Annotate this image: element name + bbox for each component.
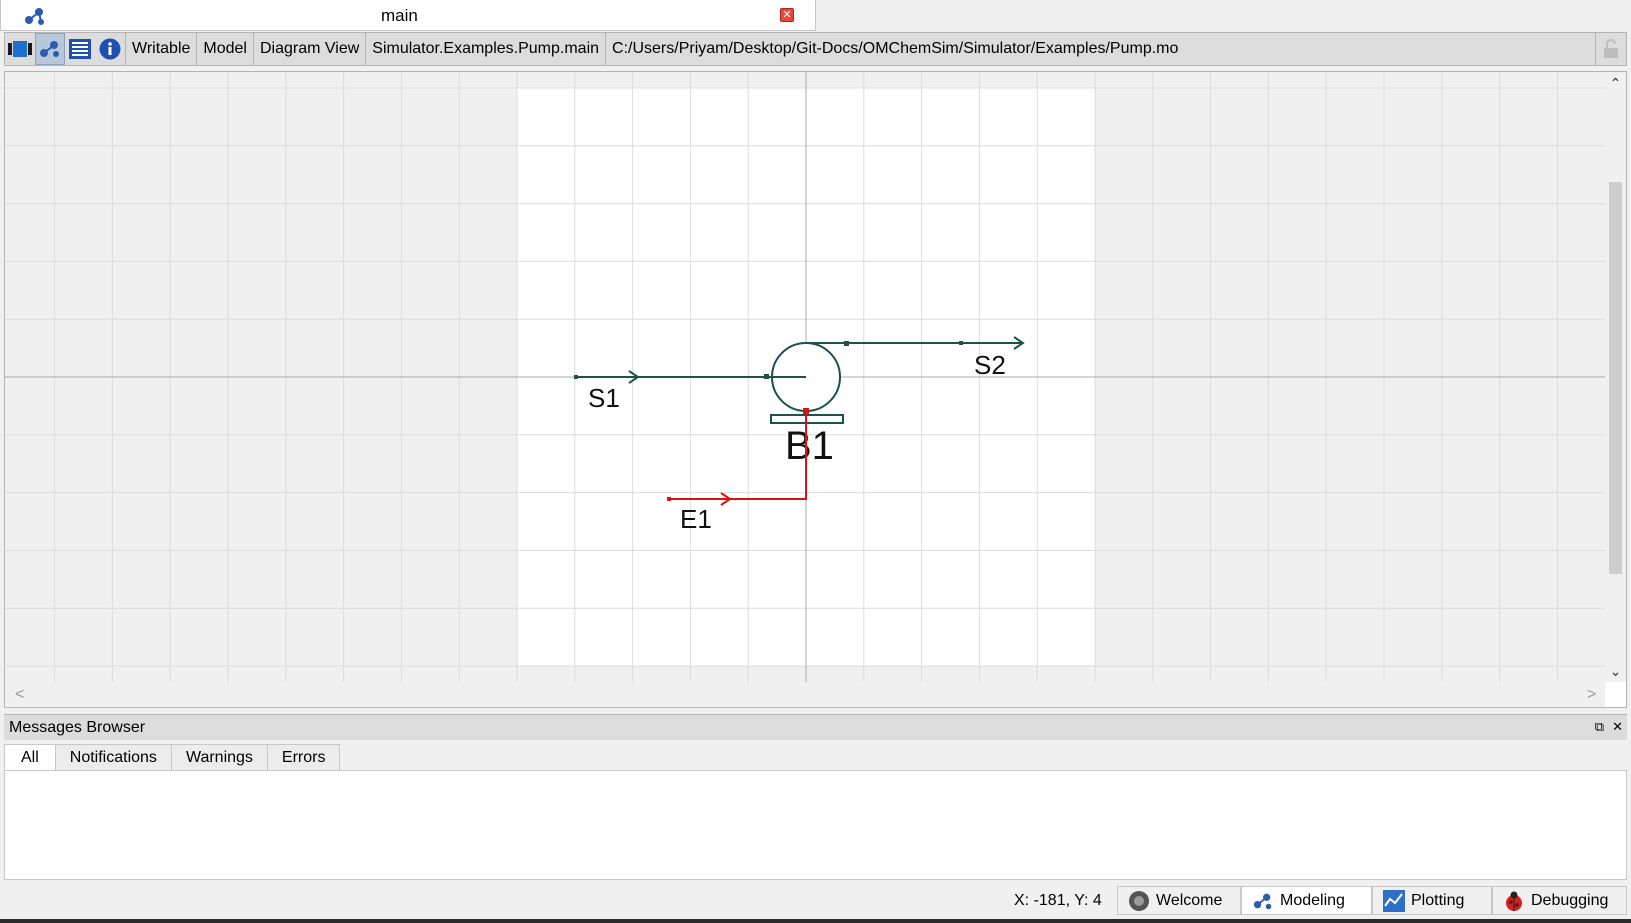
modeling-app-icon <box>25 8 44 25</box>
modeling-icon <box>1253 893 1272 909</box>
material-stream-s1[interactable]: S1 <box>574 370 640 413</box>
perspective-plotting-label: Plotting <box>1411 891 1465 909</box>
messages-browser-header: Messages Browser ⧉ ✕ <box>4 714 1627 740</box>
model-type: Model <box>196 33 253 65</box>
s1-label: S1 <box>588 383 620 413</box>
perspective-welcome-label: Welcome <box>1156 891 1223 909</box>
diagram-view-button[interactable] <box>35 33 65 65</box>
current-view-label: Diagram View <box>252 33 365 65</box>
scroll-up-icon[interactable]: ⌃ <box>1609 75 1622 91</box>
scroll-left-icon[interactable]: < <box>15 686 25 703</box>
diagram-canvas[interactable]: S1 B1 S2 <box>5 72 1605 682</box>
connection-s1-b1[interactable] <box>638 374 771 379</box>
document-title: main <box>381 6 418 25</box>
perspective-debugging[interactable]: Debugging <box>1492 886 1627 915</box>
horizontal-scrollbar[interactable]: < > <box>5 682 1605 707</box>
messages-browser-title: Messages Browser <box>9 719 146 736</box>
plotting-icon <box>1383 889 1405 912</box>
cursor-coordinates: X: -181, Y: 4 <box>1014 892 1102 909</box>
lock-button[interactable] <box>1595 33 1626 65</box>
scroll-right-icon[interactable]: > <box>1587 686 1597 703</box>
perspective-modeling-label: Modeling <box>1280 891 1345 909</box>
class-name: Simulator.Examples.Pump.main <box>365 33 605 65</box>
text-view-icon <box>69 39 91 59</box>
vertical-scrollbar[interactable]: ⌃ ⌄ <box>1605 72 1626 682</box>
connection-b1-s2[interactable] <box>844 341 960 346</box>
text-view-button[interactable] <box>65 33 95 65</box>
status-bar: X: -181, Y: 4 Welcome Modeling Plotting … <box>0 882 1631 919</box>
perspective-welcome[interactable]: Welcome <box>1117 886 1241 915</box>
icon-view-icon <box>8 41 32 57</box>
close-panel-icon[interactable]: ✕ <box>1612 719 1623 734</box>
ladybug-icon <box>1506 891 1522 911</box>
s2-label: S2 <box>974 350 1006 380</box>
taskbar-edge <box>0 919 1631 923</box>
perspective-debugging-label: Debugging <box>1531 891 1609 909</box>
writable-status: Writable <box>125 33 196 65</box>
unlock-icon <box>1604 39 1618 58</box>
tab-notifications[interactable]: Notifications <box>54 744 172 770</box>
material-stream-s2[interactable]: S2 <box>959 336 1025 380</box>
info-icon <box>99 38 121 60</box>
messages-list[interactable] <box>4 770 1627 880</box>
perspective-modeling[interactable]: Modeling <box>1241 886 1372 915</box>
scroll-down-icon[interactable]: ⌄ <box>1609 663 1622 679</box>
document-tab[interactable]: main ✕ <box>0 0 816 31</box>
diagram-view[interactable]: S1 B1 S2 <box>4 71 1627 708</box>
b1-label: B1 <box>785 424 834 468</box>
connection-e1-b1[interactable] <box>729 408 809 500</box>
tab-errors[interactable]: Errors <box>266 744 341 770</box>
diagram-view-icon <box>40 41 59 57</box>
welcome-icon <box>1129 890 1149 911</box>
tab-all[interactable]: All <box>4 744 56 771</box>
model-toolbar: Writable Model Diagram View Simulator.Ex… <box>4 32 1627 66</box>
tab-warnings[interactable]: Warnings <box>170 744 268 770</box>
documentation-view-button[interactable] <box>95 33 125 65</box>
e1-label: E1 <box>680 504 712 534</box>
icon-view-button[interactable] <box>5 33 35 65</box>
vertical-scroll-thumb[interactable] <box>1609 182 1622 574</box>
float-panel-icon[interactable]: ⧉ <box>1594 719 1605 734</box>
messages-tabs: All Notifications Warnings Errors <box>4 744 341 771</box>
energy-stream-e1[interactable]: E1 <box>667 492 732 534</box>
close-tab-icon[interactable]: ✕ <box>780 8 794 22</box>
file-path: C:/Users/Priyam/Desktop/Git-Docs/OMChemS… <box>605 33 1184 65</box>
perspective-plotting[interactable]: Plotting <box>1372 886 1492 915</box>
